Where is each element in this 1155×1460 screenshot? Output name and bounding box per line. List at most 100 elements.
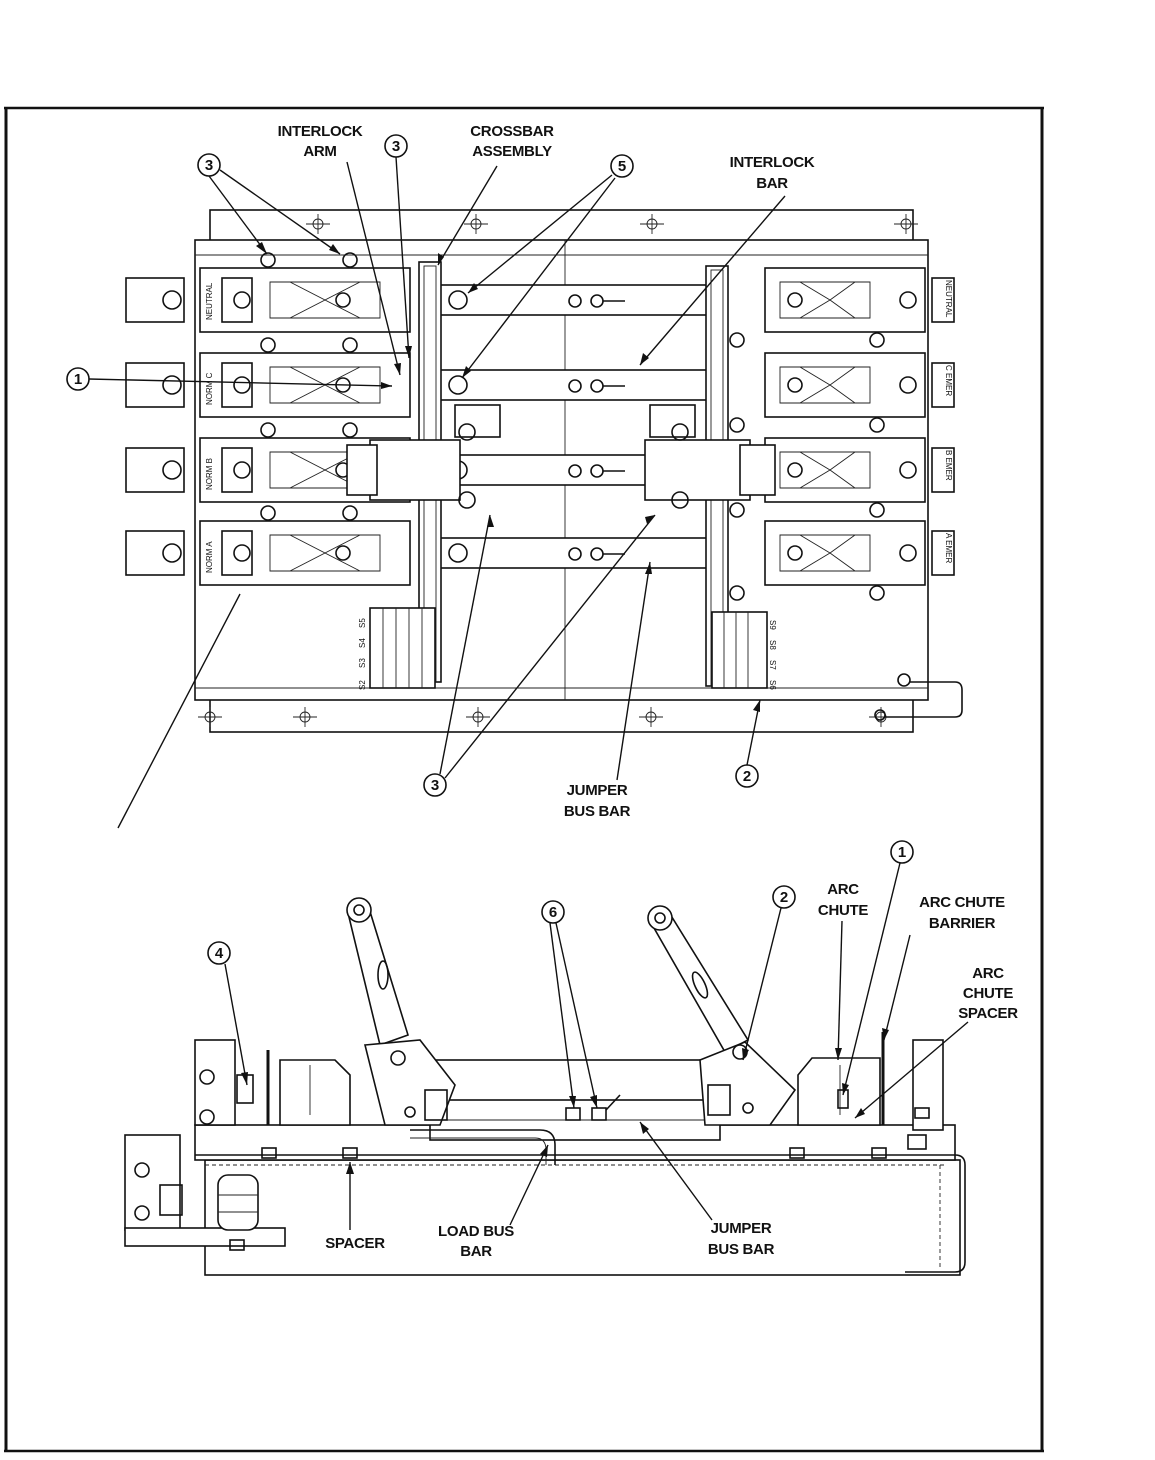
operating-handle-left (346, 897, 456, 1126)
label-arc-chute-1: ARC (827, 881, 859, 898)
top-leader-lines (88, 156, 786, 829)
bus-bolt (568, 464, 582, 478)
switch-tag-s4: S4 (358, 638, 367, 648)
mount-screw (342, 422, 358, 438)
callout-4: 4 (215, 945, 224, 962)
mount-screw (342, 252, 358, 268)
phase-tag-left (221, 530, 253, 576)
callout-circle-3-bottom (423, 773, 447, 797)
label-load-bus-bar-2: BAR (460, 1243, 492, 1260)
crossbar-mechanism (346, 404, 776, 509)
top-view-labels: INTERLOCK ARM CROSSBAR ASSEMBLY INTERLOC… (66, 123, 815, 829)
switch-tag-s2: S2 (358, 680, 367, 690)
contact-assembly-right (764, 352, 926, 418)
phase-tag-left-text: NORM B (205, 458, 214, 490)
mount-screw (869, 417, 885, 433)
label-arc-chute-spacer-1: ARC (972, 965, 1004, 982)
callout-circle-2-side (772, 885, 796, 909)
label-jumper-bus-bar-side-1: JUMPER (711, 1220, 772, 1237)
lug-bolt (162, 290, 182, 310)
switch-tag-s3: S3 (358, 658, 367, 668)
label-interlock-arm-2: ARM (303, 143, 336, 160)
label-spacer: SPACER (325, 1235, 385, 1252)
arc-chute-right (797, 1057, 881, 1126)
switch-tag-s7: S7 (768, 660, 777, 670)
mounting-holes (198, 214, 918, 727)
mount-screw (869, 585, 885, 601)
callout-circle-1-side (890, 840, 914, 864)
label-interlock-bar-2: BAR (756, 175, 788, 192)
callout-3-bottom: 3 (431, 777, 439, 794)
side-view-assembly (124, 897, 966, 1276)
bus-bolt (568, 379, 582, 393)
label-interlock-arm-1: INTERLOCK (278, 123, 363, 140)
callout-circle-5 (610, 154, 634, 178)
mount-screw (729, 502, 745, 518)
mount-screw (260, 252, 276, 268)
label-jumper-bus-bar-1: JUMPER (567, 782, 628, 799)
switch-tag-s6: S6 (768, 680, 777, 690)
phase-tag-left (221, 447, 253, 493)
phase-tag-right-text: B EMER (944, 450, 953, 481)
terminal-lug-left (125, 277, 185, 323)
contact-assembly-right (764, 267, 926, 333)
side-leader-lines (224, 862, 969, 1230)
label-arc-chute-barrier-2: BARRIER (929, 915, 996, 932)
bus-bolt (568, 294, 582, 308)
shaft-boss (448, 375, 468, 395)
mount-screw (729, 417, 745, 433)
phase-tag-left-text: NORM C (205, 372, 214, 405)
label-arc-chute-spacer-3: SPACER (958, 1005, 1018, 1022)
left-mounting-bracket (124, 1134, 181, 1231)
mount-screw (342, 337, 358, 353)
phase-tag-left-text: NEUTRAL (205, 282, 214, 320)
lug-bolt (162, 375, 182, 395)
callout-1-side: 1 (898, 844, 906, 861)
switch-tag-s9: S9 (768, 620, 777, 630)
terminal-lug-left (125, 447, 185, 493)
mount-screw (260, 505, 276, 521)
phase-tag-right-text: C EMER (944, 365, 953, 396)
phase-rows: NEUTRAL NEUTRAL NORM C C EMER NORM B B EMER NO… (125, 252, 955, 601)
phase-tag-right-text: NEUTRAL (944, 280, 953, 318)
shaft-boss (448, 290, 468, 310)
phase-tag-right (931, 530, 955, 576)
phase-tag-left-text: NORM A (205, 541, 214, 573)
bus-bolt (568, 547, 582, 561)
mount-screw (342, 505, 358, 521)
callout-6: 6 (549, 904, 557, 921)
label-arc-chute-barrier-1: ARC CHUTE (919, 894, 1005, 911)
switch-tag-s8: S8 (768, 640, 777, 650)
label-crossbar-2: ASSEMBLY (472, 143, 552, 160)
terminal-switch-right: S6 S7 S8 S9 (711, 611, 777, 690)
mount-screw (260, 337, 276, 353)
jumper-bus-bar (439, 369, 711, 401)
top-arrowheads (256, 242, 760, 712)
label-arc-chute-2: CHUTE (818, 902, 868, 919)
insulator (217, 1174, 259, 1231)
jumper-bus-bar (439, 284, 711, 316)
phase-tag-left (221, 362, 253, 408)
terminal-lug-left (125, 362, 185, 408)
callout-1-top: 1 (74, 371, 82, 388)
callout-2-side: 2 (780, 889, 788, 906)
side-arrowheads (241, 1028, 889, 1174)
mount-screw (260, 422, 276, 438)
page-frame (4, 106, 1044, 1453)
label-jumper-bus-bar-2: BUS BAR (564, 803, 631, 820)
shaft-boss (448, 543, 468, 563)
side-enclosure (204, 1159, 961, 1276)
load-bus-bar-shape (410, 1129, 556, 1165)
label-crossbar-1: CROSSBAR (470, 123, 554, 140)
callout-3-mid: 3 (392, 138, 400, 155)
mount-screw (869, 332, 885, 348)
label-jumper-bus-bar-side-2: BUS BAR (708, 1241, 775, 1258)
contact-assembly-right (764, 520, 926, 586)
side-view-labels: 4 6 2 1 ARC CHUTE ARC CHUTE BARRIER ARC … (207, 840, 1019, 1260)
callout-3-left: 3 (205, 157, 213, 174)
top-view-assembly: NEUTRAL NEUTRAL NORM C C EMER NORM B B EMER NO… (125, 209, 963, 733)
phase-tag-right (931, 277, 955, 323)
label-interlock-bar-1: INTERLOCK (730, 154, 815, 171)
lug-bolt (162, 543, 182, 563)
